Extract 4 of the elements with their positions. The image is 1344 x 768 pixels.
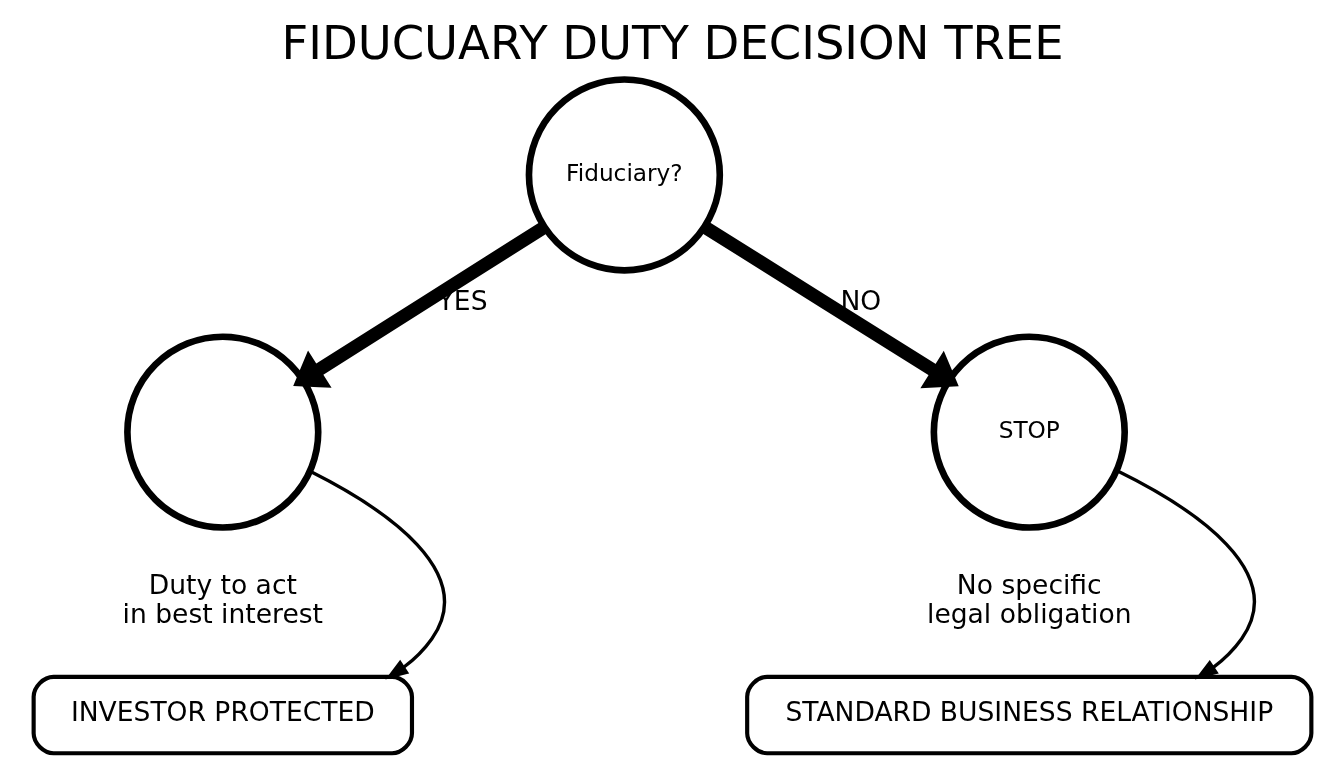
- edge-label: NO: [839, 284, 881, 316]
- diagram-title: FIDUCUARY DUTY DECISION TREE: [280, 15, 1064, 70]
- node-label: Duty to act in best interest: [122, 568, 323, 630]
- node-label: No specific legal obligation: [926, 568, 1131, 630]
